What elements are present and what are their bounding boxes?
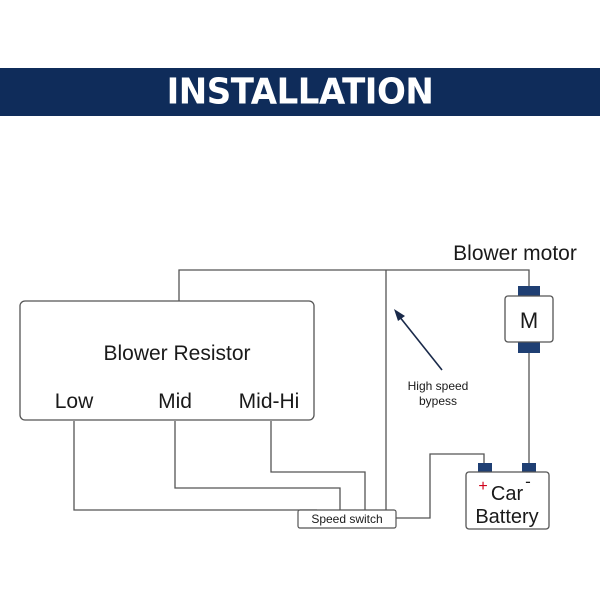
bypass-arrow-line: [398, 315, 443, 371]
annotation-line-1: High speed: [408, 379, 469, 393]
tap-label-mid: Mid: [158, 390, 192, 413]
wire-mid: [174, 421, 341, 510]
blower-resistor-box: [19, 300, 315, 421]
battery-terminal-negative: [522, 463, 536, 473]
tap-label-low: Low: [55, 390, 94, 413]
page-title: INSTALLATION: [166, 71, 434, 113]
wire-mid-hi: [270, 421, 366, 510]
tap-label-mid-hi: Mid-Hi: [239, 390, 300, 413]
battery-positive-sign: +: [478, 478, 487, 495]
car-battery-box: [465, 471, 550, 530]
motor-symbol: M: [520, 308, 538, 333]
header-banner: INSTALLATION: [0, 68, 600, 116]
wire-top-bus: [178, 269, 530, 301]
wires: [73, 269, 530, 519]
blower-resistor-label: Blower Resistor: [103, 342, 250, 365]
battery-label-line-2: Battery: [475, 506, 538, 528]
wire-switch-to-battery: [396, 453, 485, 519]
battery-terminal-positive: [478, 463, 492, 473]
battery-label-line-1: Car: [491, 483, 524, 505]
annotation-line-2: bypess: [419, 394, 457, 408]
speed-switch-box: [297, 509, 397, 529]
battery-negative-sign: -: [525, 472, 531, 491]
blower-motor-label: Blower motor: [453, 242, 577, 265]
speed-switch-label: Speed switch: [311, 512, 382, 526]
motor-terminal-bottom: [518, 342, 540, 353]
bypass-arrow-head: [394, 309, 405, 321]
motor-body: [504, 295, 554, 343]
motor-terminal-top: [518, 286, 540, 297]
wire-low: [73, 421, 317, 511]
